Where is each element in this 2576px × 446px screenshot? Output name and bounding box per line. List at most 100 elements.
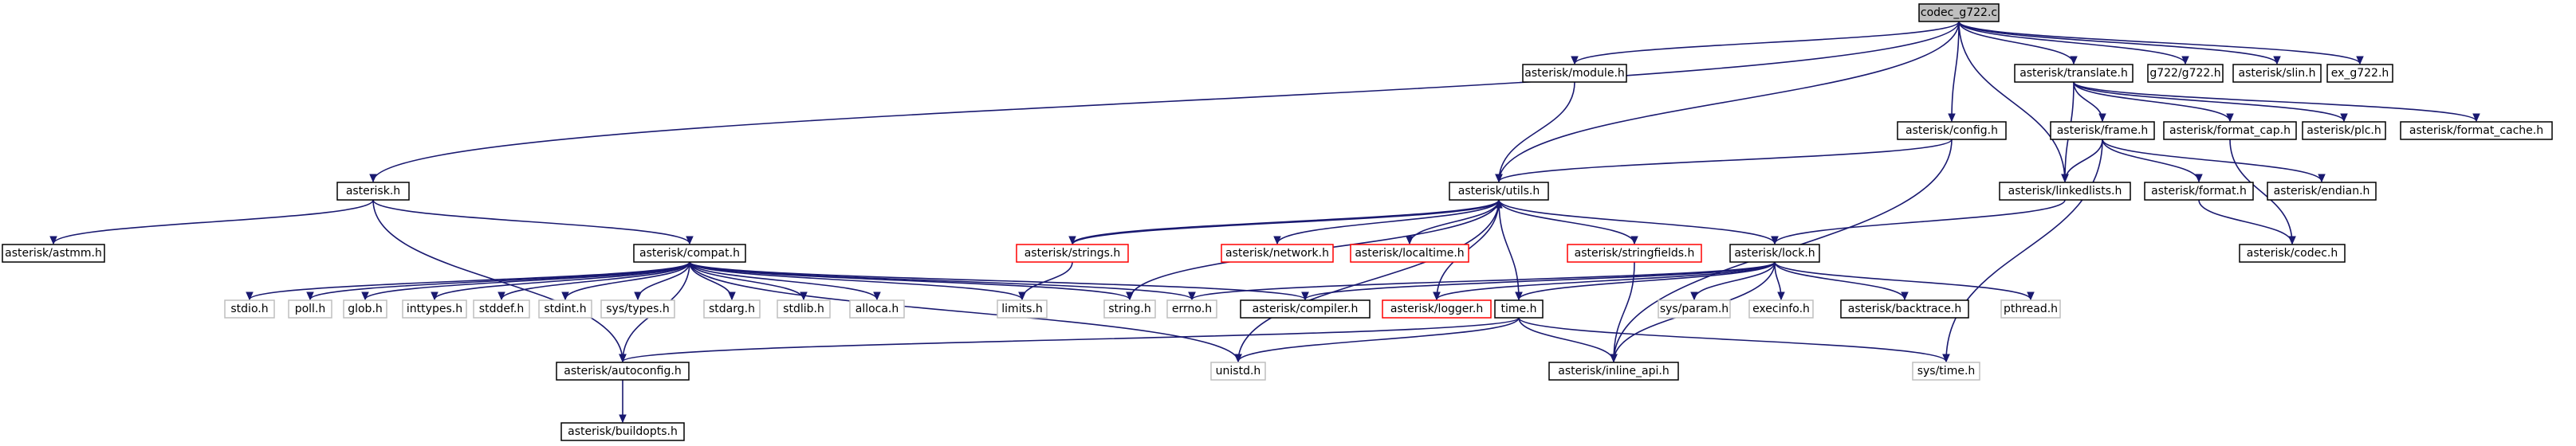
arrowhead-icon — [1068, 236, 1076, 245]
node-box — [2239, 244, 2346, 263]
node-box — [560, 422, 685, 441]
node-asterisk-strings-h[interactable]: asterisk/strings.h — [1016, 244, 1129, 263]
node-label: asterisk/backtrace.h — [1848, 303, 1961, 315]
node-stdint-h[interactable]: stdint.h — [538, 299, 592, 319]
node-label: limits.h — [1001, 303, 1042, 315]
edge-asterisk-compat-h-to-stddef-h — [498, 261, 690, 301]
edges-layer — [49, 21, 2480, 424]
edge-codec-g722-c-to-asterisk-h — [369, 21, 1960, 183]
edge-asterisk-frame-h-to-asterisk-endian-h — [2102, 139, 2326, 183]
node-poll-h[interactable]: poll.h — [288, 299, 332, 319]
node-stddef-h[interactable]: stddef.h — [473, 299, 530, 319]
edge-asterisk-utils-h-to-asterisk-lock-h — [1498, 199, 1779, 245]
node-unistd-h[interactable]: unistd.h — [1210, 362, 1266, 381]
node-box — [1221, 244, 1334, 263]
arrowhead-icon — [1690, 291, 1698, 301]
node-asterisk-localtime-h[interactable]: asterisk/localtime.h — [1350, 244, 1469, 263]
node-box — [224, 299, 275, 319]
arrowhead-icon — [2098, 113, 2106, 123]
node-asterisk-buildopts-h[interactable]: asterisk/buildopts.h — [560, 422, 685, 441]
node-asterisk-endian-h[interactable]: asterisk/endian.h — [2267, 182, 2377, 201]
arrowhead-icon — [1771, 236, 1779, 245]
node-pthread-h[interactable]: pthread.h — [2000, 299, 2061, 319]
node-label: g722/g722.h — [2149, 67, 2220, 80]
arrowhead-icon — [246, 291, 254, 301]
edge-codec-g722-c-to-asterisk-slin-h — [1958, 21, 2281, 65]
arrowhead-icon — [1630, 236, 1638, 245]
node-sys-param-h[interactable]: sys/param.h — [1658, 299, 1731, 319]
arrowhead-icon — [561, 291, 569, 301]
arrowhead-icon — [306, 291, 314, 301]
node-asterisk-network-h[interactable]: asterisk/network.h — [1221, 244, 1334, 263]
node-asterisk-config-h[interactable]: asterisk/config.h — [1897, 121, 2007, 140]
node-asterisk-translate-h[interactable]: asterisk/translate.h — [2014, 64, 2134, 83]
arrowhead-icon — [1901, 291, 1909, 301]
node-limits-h[interactable]: limits.h — [997, 299, 1048, 319]
edge-asterisk-compat-h-to-stdarg-h — [689, 261, 736, 301]
node-glob-h[interactable]: glob.h — [343, 299, 387, 319]
node-asterisk-compat-h[interactable]: asterisk/compat.h — [633, 244, 746, 263]
arrowhead-icon — [431, 291, 439, 301]
node-asterisk-stringfields-h[interactable]: asterisk/stringfields.h — [1567, 244, 1702, 263]
node-alloca-h[interactable]: alloca.h — [849, 299, 905, 319]
node-asterisk-frame-h[interactable]: asterisk/frame.h — [2050, 121, 2155, 140]
node-asterisk-format-h[interactable]: asterisk/format.h — [2144, 182, 2254, 201]
node-asterisk-inline-api-h[interactable]: asterisk/inline_api.h — [1548, 362, 1679, 381]
node-box — [2147, 64, 2224, 83]
node-asterisk-backtrace-h[interactable]: asterisk/backtrace.h — [1840, 299, 1969, 319]
edge-asterisk-config-h-to-asterisk-utils-h — [1495, 139, 1953, 183]
node-asterisk-utils-h[interactable]: asterisk/utils.h — [1449, 182, 1549, 201]
node-box — [336, 182, 410, 201]
node-sys-types-h[interactable]: sys/types.h — [600, 299, 675, 319]
node-stdio-h[interactable]: stdio.h — [224, 299, 275, 319]
node-label: asterisk/autoconfig.h — [564, 365, 681, 378]
node-stdarg-h[interactable]: stdarg.h — [703, 299, 761, 319]
node-asterisk-astmm-h[interactable]: asterisk/astmm.h — [2, 244, 105, 263]
node-asterisk-module-h[interactable]: asterisk/module.h — [1522, 64, 1627, 83]
arrowhead-icon — [2288, 236, 2296, 245]
arrowhead-icon — [1942, 354, 1950, 363]
node-box — [777, 299, 831, 319]
node-label: time.h — [1501, 303, 1537, 315]
node-label: asterisk/utils.h — [1458, 185, 1540, 198]
node-errno-h[interactable]: errno.h — [1166, 299, 1217, 319]
node-box — [2050, 121, 2155, 140]
arrowhead-icon — [1301, 291, 1309, 301]
node-ex-g722-h[interactable]: ex_g722.h — [2326, 64, 2393, 83]
node-label: asterisk/compiler.h — [1253, 303, 1359, 315]
node-asterisk-linkedlists-h[interactable]: asterisk/linkedlists.h — [1999, 182, 2131, 201]
node-g722-g722-h[interactable]: g722/g722.h — [2147, 64, 2224, 83]
edge-asterisk-compat-h-to-limits-h — [689, 261, 1026, 301]
node-asterisk-lock-h[interactable]: asterisk/lock.h — [1729, 244, 1820, 263]
node-label: asterisk/module.h — [1524, 67, 1625, 80]
edge-asterisk-utils-h-to-asterisk-strings-h — [1068, 199, 1500, 245]
node-asterisk-format-cap-h[interactable]: asterisk/format_cap.h — [2163, 121, 2297, 140]
node-box — [1240, 299, 1371, 319]
node-inttypes-h[interactable]: inttypes.h — [402, 299, 467, 319]
node-execinfo-h[interactable]: execinfo.h — [1748, 299, 1814, 319]
node-sys-time-h[interactable]: sys/time.h — [1912, 362, 1980, 381]
node-asterisk-autoconfig-h[interactable]: asterisk/autoconfig.h — [556, 362, 690, 381]
node-asterisk-plc-h[interactable]: asterisk/plc.h — [2302, 121, 2386, 140]
node-box — [1548, 362, 1679, 381]
node-box — [1729, 244, 1820, 263]
node-stdlib-h[interactable]: stdlib.h — [777, 299, 831, 319]
node-string-h[interactable]: string.h — [1103, 299, 1156, 319]
node-label: codec_g722.c — [1921, 6, 1997, 19]
node-asterisk-format-cache-h[interactable]: asterisk/format_cache.h — [2400, 121, 2553, 140]
node-asterisk-compiler-h[interactable]: asterisk/compiler.h — [1240, 299, 1371, 319]
node-codec-g722-c[interactable]: codec_g722.c — [1918, 3, 2000, 22]
node-box — [1567, 244, 1702, 263]
node-label: asterisk/translate.h — [2020, 67, 2128, 80]
node-box — [600, 299, 675, 319]
node-asterisk-h[interactable]: asterisk.h — [336, 182, 410, 201]
node-asterisk-codec-h[interactable]: asterisk/codec.h — [2239, 244, 2346, 263]
node-box — [849, 299, 905, 319]
node-label: stddef.h — [479, 303, 524, 315]
arrowhead-icon — [619, 414, 627, 424]
node-time-h[interactable]: time.h — [1494, 299, 1544, 319]
node-asterisk-slin-h[interactable]: asterisk/slin.h — [2232, 64, 2322, 83]
edge-asterisk-translate-h-to-asterisk-format-cache-h — [2073, 81, 2480, 123]
node-asterisk-logger-h[interactable]: asterisk/logger.h — [1382, 299, 1492, 319]
